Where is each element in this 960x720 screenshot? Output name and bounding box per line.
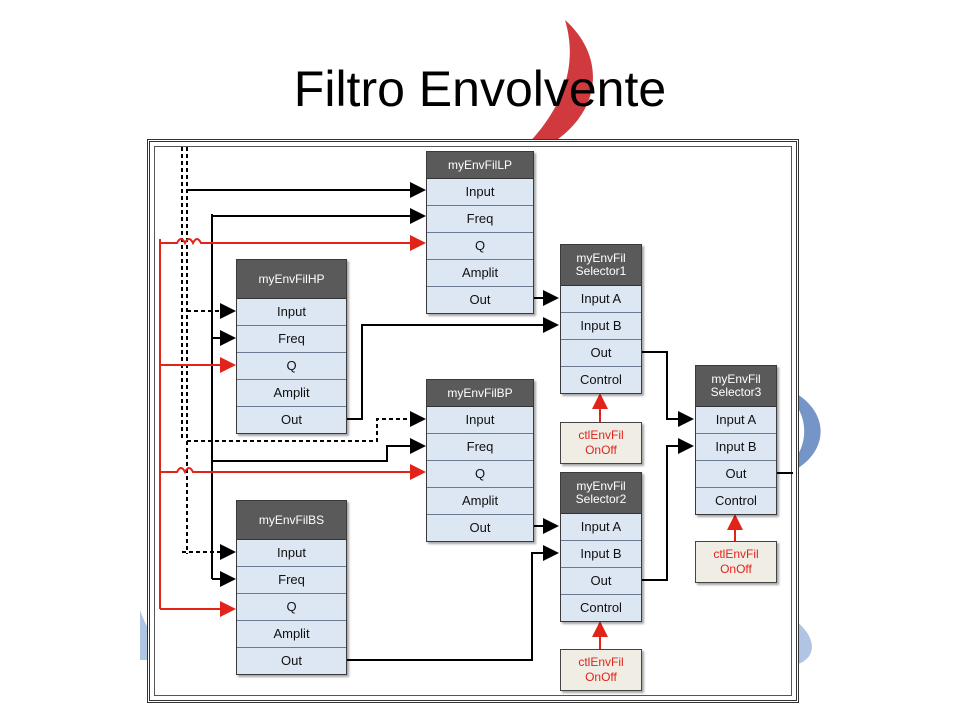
- port-amplit[interactable]: Amplit: [237, 380, 346, 407]
- port-input-b[interactable]: Input B: [561, 541, 641, 568]
- port-input-b[interactable]: Input B: [696, 434, 776, 461]
- port-out[interactable]: Out: [469, 292, 491, 307]
- block-title: myEnvFil Selector1: [561, 245, 641, 286]
- port-freq[interactable]: Freq: [427, 206, 533, 233]
- port-freq[interactable]: Freq: [427, 434, 533, 461]
- control-ctlenvfil-onoff-3[interactable]: ctlEnvFil OnOff: [695, 541, 777, 583]
- red-swoosh: [505, 20, 593, 165]
- wire-sel1-out-sel3a: [642, 351, 694, 427]
- port-input-b[interactable]: Input B: [561, 313, 641, 340]
- port-input[interactable]: Input: [237, 299, 346, 326]
- port-amplit[interactable]: Amplit: [427, 488, 533, 515]
- port-q[interactable]: Q: [237, 353, 346, 380]
- port-input[interactable]: Input: [237, 540, 346, 567]
- control-label-line2: OnOff: [585, 670, 617, 684]
- block-myenvfilbs[interactable]: myEnvFilBS Input Freq Q Amplit Out: [236, 500, 347, 675]
- block-myenvfillp[interactable]: myEnvFilLP Input Freq Q Amplit Out: [426, 151, 534, 314]
- port-q[interactable]: Q: [427, 461, 533, 488]
- wire-bp-input: [187, 411, 426, 442]
- port-q[interactable]: Q: [237, 594, 346, 621]
- block-title: myEnvFilBP: [427, 380, 533, 407]
- block-myenvfilhp[interactable]: myEnvFilHP Input Freq Q Amplit Out: [236, 259, 347, 434]
- block-title: myEnvFilBS: [237, 501, 346, 540]
- port-amplit[interactable]: Amplit: [427, 260, 533, 287]
- wire-lp-q: [160, 235, 426, 251]
- control-label-line1: ctlEnvFil: [578, 428, 624, 442]
- control-label-line2: OnOff: [585, 443, 617, 457]
- control-label-line2: OnOff: [720, 562, 752, 576]
- port-input[interactable]: Input: [427, 407, 533, 434]
- port-out[interactable]: Out: [281, 653, 302, 668]
- block-title: myEnvFilLP: [427, 152, 533, 179]
- port-control[interactable]: Control: [580, 600, 622, 615]
- port-freq[interactable]: Freq: [237, 326, 346, 353]
- control-label-line1: ctlEnvFil: [578, 655, 624, 669]
- port-amplit[interactable]: Amplit: [237, 621, 346, 648]
- blue-swoosh-right: [790, 390, 821, 470]
- signal-wires: [159, 147, 793, 661]
- block-myenvfil-selector3[interactable]: myEnvFil Selector3 Input A Input B Out C…: [695, 365, 777, 515]
- port-control[interactable]: Control: [580, 372, 622, 387]
- port-out[interactable]: Out: [561, 568, 641, 595]
- port-out[interactable]: Out: [696, 461, 776, 488]
- wire-hp-out-sel1b: [347, 317, 559, 420]
- wire-bp-q: [160, 464, 426, 480]
- port-freq[interactable]: Freq: [237, 567, 346, 594]
- block-title: myEnvFilHP: [237, 260, 346, 299]
- port-input-a[interactable]: Input A: [561, 286, 641, 313]
- port-out[interactable]: Out: [561, 340, 641, 367]
- block-title: myEnvFil Selector2: [561, 473, 641, 514]
- blue-swoosh-bottom: [795, 620, 812, 665]
- port-input[interactable]: Input: [427, 179, 533, 206]
- block-title: myEnvFil Selector3: [696, 366, 776, 407]
- port-out[interactable]: Out: [281, 412, 302, 427]
- wire-bp-freq: [212, 438, 426, 462]
- port-q[interactable]: Q: [427, 233, 533, 260]
- slide-title: Filtro Envolvente: [293, 61, 667, 117]
- port-out[interactable]: Out: [469, 520, 491, 535]
- block-myenvfilbp[interactable]: myEnvFilBP Input Freq Q Amplit Out: [426, 379, 534, 542]
- port-input-a[interactable]: Input A: [561, 514, 641, 541]
- control-ctlenvfil-onoff-2[interactable]: ctlEnvFil OnOff: [560, 649, 642, 691]
- control-ctlenvfil-onoff-1[interactable]: ctlEnvFil OnOff: [560, 422, 642, 464]
- port-control[interactable]: Control: [715, 493, 757, 508]
- block-myenvfil-selector1[interactable]: myEnvFil Selector1 Input A Input B Out C…: [560, 244, 642, 394]
- block-myenvfil-selector2[interactable]: myEnvFil Selector2 Input A Input B Out C…: [560, 472, 642, 622]
- wire-sel2-out-sel3b: [642, 438, 694, 581]
- control-label-line1: ctlEnvFil: [713, 547, 759, 561]
- wire-bs-out-sel2b: [347, 545, 559, 661]
- port-input-a[interactable]: Input A: [696, 407, 776, 434]
